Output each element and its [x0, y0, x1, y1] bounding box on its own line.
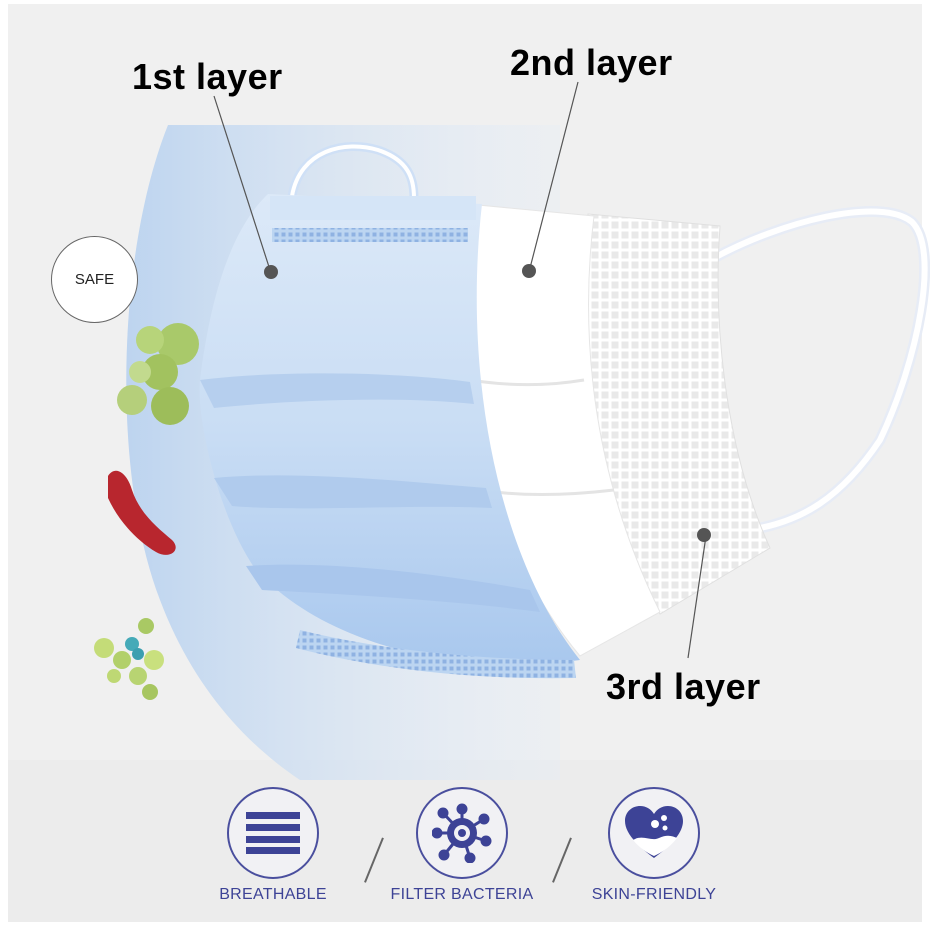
layer-1-blue — [199, 194, 580, 665]
bacteria-cluster-small — [94, 618, 164, 700]
feature-label-skin-friendly: SKIN-FRIENDLY — [591, 886, 717, 903]
feature-skin-friendly: SKIN-FRIENDLY — [549, 787, 759, 904]
leader-line-3 — [687, 535, 707, 659]
leader-line-1 — [213, 95, 271, 271]
bacteria-rod-red — [108, 470, 176, 555]
safe-badge: SAFE — [51, 236, 138, 323]
label-third-layer: 3rd layer — [606, 666, 761, 707]
horizontal-lines-icon — [227, 787, 319, 879]
feature-breathable: BREATHABLE — [168, 787, 378, 904]
leader-line-2 — [529, 81, 579, 269]
label-first-layer: 1st layer — [132, 56, 283, 97]
leader-dot-3 — [697, 528, 711, 542]
bacteria-cluster-green — [117, 323, 199, 425]
label-second-layer: 2nd layer — [510, 42, 673, 83]
feature-filter-bacteria: FILTER BACTERIA — [357, 787, 567, 904]
heart-icon — [608, 787, 700, 879]
leader-dot-2 — [522, 264, 536, 278]
feature-label-breathable: BREATHABLE — [219, 886, 327, 903]
feature-label-filter-bacteria: FILTER BACTERIA — [390, 886, 534, 903]
virus-icon — [416, 787, 508, 879]
leader-dot-1 — [264, 265, 278, 279]
